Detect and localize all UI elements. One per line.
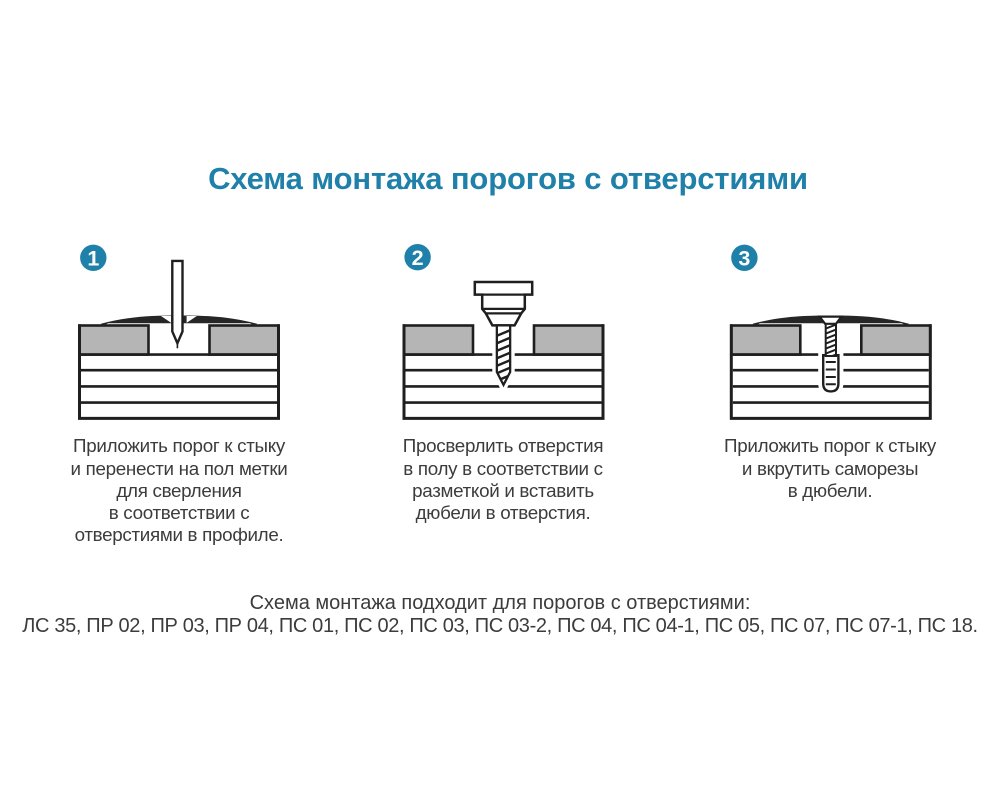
svg-text:3: 3 bbox=[738, 247, 750, 271]
svg-text:1: 1 bbox=[87, 247, 99, 271]
svg-text:2: 2 bbox=[412, 246, 424, 270]
